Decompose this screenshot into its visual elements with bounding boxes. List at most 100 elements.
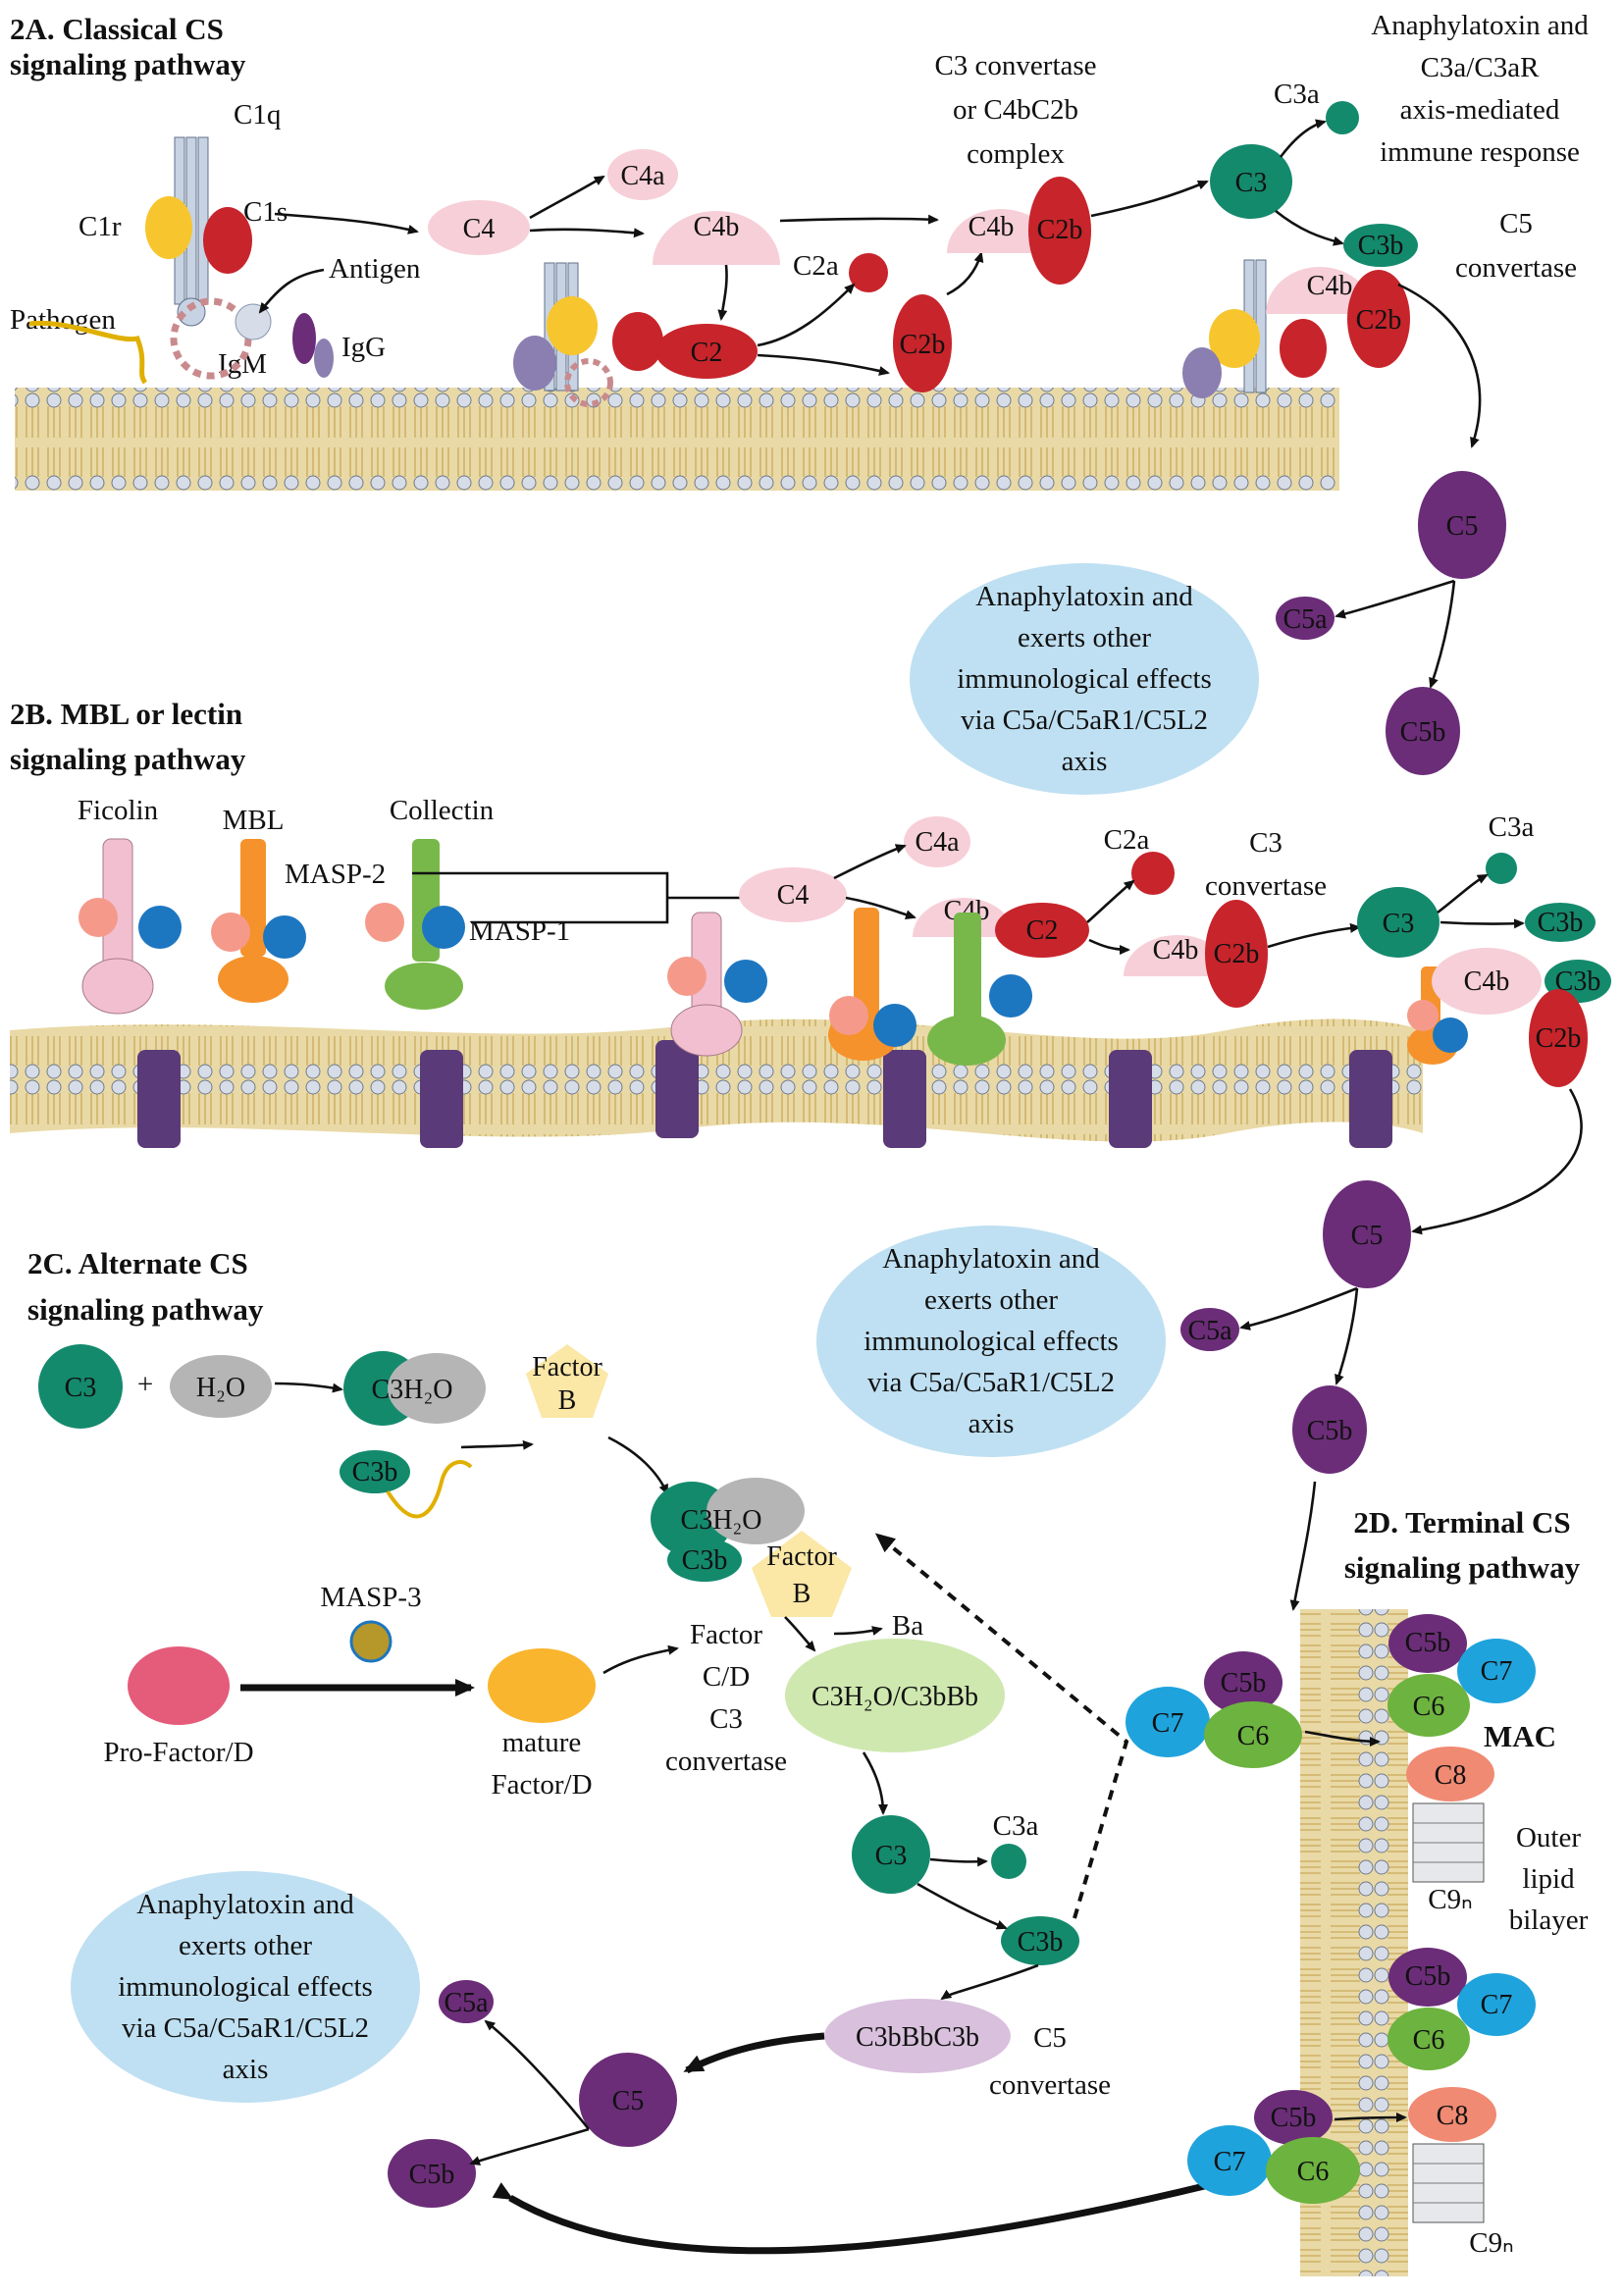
mac4-c5b-label: C5b bbox=[1271, 2103, 1317, 2133]
alt-c5b-label: C5b bbox=[409, 2160, 455, 2190]
mac4-c6-label: C6 bbox=[1297, 2157, 1330, 2187]
lectin-conv-to-c3 bbox=[1267, 922, 1361, 949]
pro-factor-d-blob bbox=[128, 1646, 230, 1725]
lectin-c4a-label: C4a bbox=[915, 827, 960, 858]
pathogen-strand bbox=[28, 320, 148, 385]
alt-c5a-blob bbox=[439, 1980, 494, 2023]
alternate-note-line1: Anaphylatoxin and bbox=[136, 1889, 354, 1920]
pro-factor-d-label: Pro-Factor/D bbox=[103, 1737, 253, 1768]
mac3-c5b-label: C5b bbox=[1405, 1961, 1451, 1992]
factor-d-arrow bbox=[602, 1644, 679, 1675]
mac1-c5b-label: C5b bbox=[1221, 1668, 1267, 1698]
mac3-c7 bbox=[1457, 1973, 1536, 2036]
alternate-note-line5: axis bbox=[223, 2054, 269, 2085]
mac1-c6-label: C6 bbox=[1237, 1721, 1270, 1751]
c4b-halfdome bbox=[653, 211, 780, 265]
alt-c5b-blob bbox=[388, 2139, 476, 2208]
lectin-c2-to-conv bbox=[1088, 938, 1130, 955]
c1s-to-c4-arrow bbox=[274, 212, 419, 235]
cx-c3h2o-label: C3H₂O bbox=[681, 1505, 762, 1536]
alt-c3a-label: C3a bbox=[993, 1810, 1039, 1842]
mac2-c7-label: C7 bbox=[1481, 1656, 1513, 1687]
lectin-title-line1: 2B. MBL or lectin bbox=[10, 697, 242, 731]
mac2-c9-rings bbox=[1413, 1822, 1484, 1863]
lectin-c3b-blob bbox=[1525, 903, 1596, 942]
lectin-c5-to-c5a bbox=[1239, 1286, 1358, 1331]
lectin-c5conv-c2b-shape bbox=[1529, 989, 1588, 1087]
c3a-note-line4: immune response bbox=[1380, 136, 1580, 168]
cx-factor-b-line1: Factor bbox=[766, 1541, 837, 1572]
c2-blob bbox=[655, 324, 758, 379]
c3bbbc3b-blob bbox=[824, 1999, 1011, 2073]
lectin-c3-blob bbox=[1357, 887, 1440, 958]
factor-b-shape bbox=[526, 1344, 608, 1418]
mature-factor-d-blob bbox=[488, 1648, 596, 1723]
c3-blob bbox=[1210, 144, 1292, 219]
lectin-c5conv-c4b-label: C4b bbox=[1464, 966, 1510, 997]
terminal-title-line2: signaling pathway bbox=[1344, 1550, 1581, 1585]
lectin-c2-blob bbox=[995, 903, 1089, 958]
membrane-channel-3 bbox=[655, 1040, 699, 1138]
amplification-loop-arrow bbox=[874, 1533, 1129, 1919]
mac4-arrow bbox=[1334, 2113, 1407, 2123]
lectin-note-line3: immunological effects bbox=[864, 1326, 1119, 1357]
mac2-c5b bbox=[1388, 1614, 1467, 1673]
lectin-c2a-blob bbox=[1131, 852, 1175, 895]
lectin-note-line5: axis bbox=[969, 1408, 1015, 1439]
mac2-c8 bbox=[1406, 1747, 1494, 1801]
lectin-c4-blob bbox=[739, 867, 847, 922]
alt-c5-label: C5 bbox=[612, 2086, 645, 2116]
outer-line2: lipid bbox=[1522, 1863, 1575, 1895]
mac4-c6 bbox=[1266, 2137, 1360, 2204]
lectin-c2-to-c2a bbox=[1086, 879, 1135, 923]
mac1-arrow bbox=[1304, 1730, 1381, 1747]
c3a-note-line2: C3a/C3aR bbox=[1421, 52, 1540, 83]
masp1-label: MASP-1 bbox=[469, 915, 570, 947]
antigen-label: Antigen bbox=[329, 253, 421, 285]
ficolin-label: Ficolin bbox=[78, 795, 159, 826]
cx-c3h2o-h2o bbox=[707, 1478, 805, 1544]
h2o-arrow bbox=[274, 1382, 343, 1393]
alt-c5-blob bbox=[579, 2053, 677, 2147]
h2o-blob bbox=[170, 1355, 272, 1418]
c3h2o-h2o-shape bbox=[388, 1353, 486, 1424]
conv-c2b-label: C2b bbox=[1037, 215, 1083, 245]
mac3-c6-label: C6 bbox=[1413, 2025, 1445, 2056]
c3a-note-line1: Anaphylatoxin and bbox=[1371, 10, 1589, 41]
c3b-blob bbox=[1343, 224, 1418, 267]
mac3-c9-rings bbox=[1413, 2163, 1484, 2204]
lectin-c5-to-c5b bbox=[1335, 1287, 1359, 1385]
classical-note-line1: Anaphylatoxin and bbox=[975, 581, 1193, 612]
c1-complex-c5conv bbox=[1182, 259, 1327, 398]
mac3-c6 bbox=[1387, 2008, 1470, 2070]
c5-blob bbox=[1418, 471, 1506, 579]
lectin-c3-convertase-line1: C3 bbox=[1249, 827, 1283, 859]
c4-to-c4a-arrow bbox=[529, 175, 605, 220]
c1-complex-bound bbox=[513, 262, 663, 407]
classical-note-bubble bbox=[910, 563, 1259, 795]
c3-label: C3 bbox=[1235, 168, 1268, 198]
mac4-c7 bbox=[1187, 2125, 1272, 2196]
complex-to-bb-arrow bbox=[784, 1616, 816, 1652]
mac2-c6-label: C6 bbox=[1413, 1692, 1445, 1722]
c5conv-c4b-shape bbox=[1266, 267, 1374, 314]
c5b-to-terminal-arrow bbox=[492, 2173, 1240, 2255]
c1r-shape bbox=[145, 196, 192, 259]
alt-c5a-label: C5a bbox=[444, 1988, 489, 2018]
c1r-label: C1r bbox=[79, 211, 122, 242]
antigen-arrow bbox=[258, 268, 325, 314]
conv-c4b-shape bbox=[947, 209, 1055, 253]
c2b-blob bbox=[893, 294, 952, 392]
cx-c3b-shape bbox=[667, 1539, 742, 1582]
alt-c3b-label: C3b bbox=[352, 1457, 398, 1487]
c4b-label: C4b bbox=[694, 212, 740, 242]
alt-c5-convertase-line1: C5 bbox=[1033, 2022, 1067, 2054]
mac1-c5b bbox=[1204, 1651, 1283, 1714]
masp2-label: MASP-2 bbox=[285, 859, 386, 890]
lectin-c5b-label: C5b bbox=[1307, 1416, 1353, 1446]
conv-label-line3: C3 bbox=[709, 1703, 743, 1735]
lectin-c5conv-to-c5 bbox=[1411, 1088, 1583, 1235]
c2-to-c2b-arrow bbox=[757, 353, 890, 376]
c5-label: C5 bbox=[1446, 511, 1479, 542]
lectin-c2a-label: C2a bbox=[1104, 824, 1150, 856]
